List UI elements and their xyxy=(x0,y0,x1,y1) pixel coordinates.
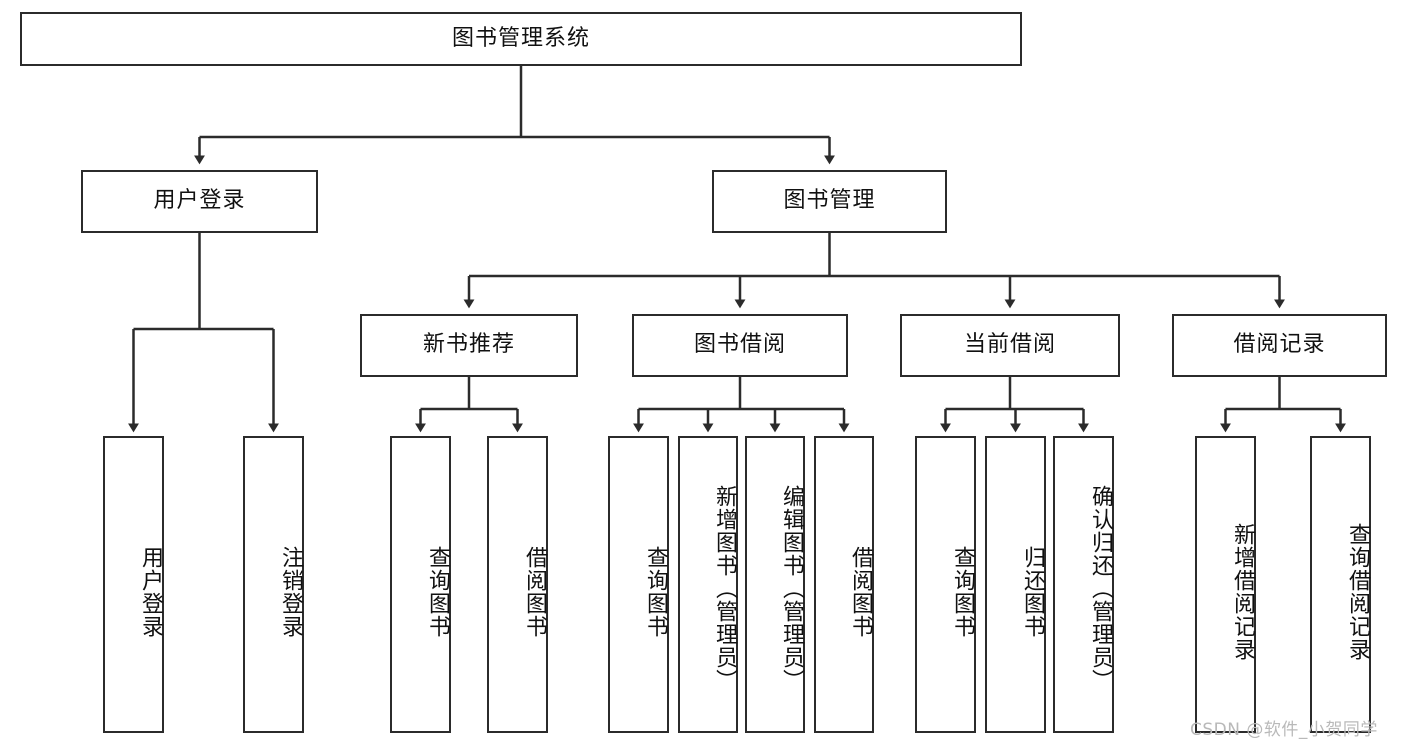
node-current-borrow[interactable]: 当前借阅 xyxy=(900,314,1120,377)
node-current-borrow-label: 当前借阅 xyxy=(963,332,1056,358)
node-leaf-user-logout[interactable]: 注销登录 xyxy=(243,436,304,733)
node-leaf-query-book-cur[interactable]: 查询图书 xyxy=(915,436,976,733)
node-user-login-label: 用户登录 xyxy=(153,188,246,214)
node-root[interactable]: 图书管理系统 xyxy=(20,12,1022,66)
node-leaf-add-book-label: 新增图书（管理员） xyxy=(712,485,737,692)
node-book-borrow[interactable]: 图书借阅 xyxy=(632,314,848,377)
node-leaf-borrow-book-rec-label: 借阅图书 xyxy=(522,545,547,638)
node-leaf-query-book-borrow-label: 查询图书 xyxy=(643,545,668,638)
node-user-login[interactable]: 用户登录 xyxy=(81,170,318,233)
node-leaf-query-record[interactable]: 查询借阅记录 xyxy=(1310,436,1371,733)
node-leaf-query-record-label: 查询借阅记录 xyxy=(1345,522,1370,661)
node-book-manage[interactable]: 图书管理 xyxy=(712,170,947,233)
csdn-watermark: CSDN @软件_小贺同学 xyxy=(1190,720,1378,740)
node-leaf-user-login-label: 用户登录 xyxy=(138,545,163,638)
node-leaf-user-logout-label: 注销登录 xyxy=(278,545,303,638)
node-leaf-return-book-label: 归还图书 xyxy=(1020,545,1045,638)
node-leaf-confirm-return-label: 确认归还（管理员） xyxy=(1088,485,1113,692)
node-book-manage-label: 图书管理 xyxy=(783,188,876,214)
node-new-book-rec-label: 新书推荐 xyxy=(422,332,515,358)
node-leaf-query-book-rec[interactable]: 查询图书 xyxy=(390,436,451,733)
node-leaf-borrow-book[interactable]: 借阅图书 xyxy=(814,436,874,733)
node-root-label: 图书管理系统 xyxy=(451,25,590,51)
node-leaf-user-login[interactable]: 用户登录 xyxy=(103,436,164,733)
node-leaf-query-book-cur-label: 查询图书 xyxy=(950,545,975,638)
node-leaf-add-record[interactable]: 新增借阅记录 xyxy=(1195,436,1256,733)
node-leaf-borrow-book-rec[interactable]: 借阅图书 xyxy=(487,436,548,733)
node-leaf-confirm-return[interactable]: 确认归还（管理员） xyxy=(1053,436,1114,733)
node-borrow-record[interactable]: 借阅记录 xyxy=(1172,314,1387,377)
node-leaf-add-book[interactable]: 新增图书（管理员） xyxy=(678,436,738,733)
node-leaf-edit-book-label: 编辑图书（管理员） xyxy=(779,485,804,692)
node-new-book-rec[interactable]: 新书推荐 xyxy=(360,314,578,377)
node-leaf-query-book-rec-label: 查询图书 xyxy=(425,545,450,638)
node-leaf-edit-book[interactable]: 编辑图书（管理员） xyxy=(745,436,805,733)
node-borrow-record-label: 借阅记录 xyxy=(1233,332,1326,358)
node-book-borrow-label: 图书借阅 xyxy=(693,332,786,358)
node-leaf-borrow-book-label: 借阅图书 xyxy=(848,545,873,638)
node-leaf-add-record-label: 新增借阅记录 xyxy=(1230,522,1255,661)
node-leaf-return-book[interactable]: 归还图书 xyxy=(985,436,1046,733)
node-leaf-query-book-borrow[interactable]: 查询图书 xyxy=(608,436,669,733)
